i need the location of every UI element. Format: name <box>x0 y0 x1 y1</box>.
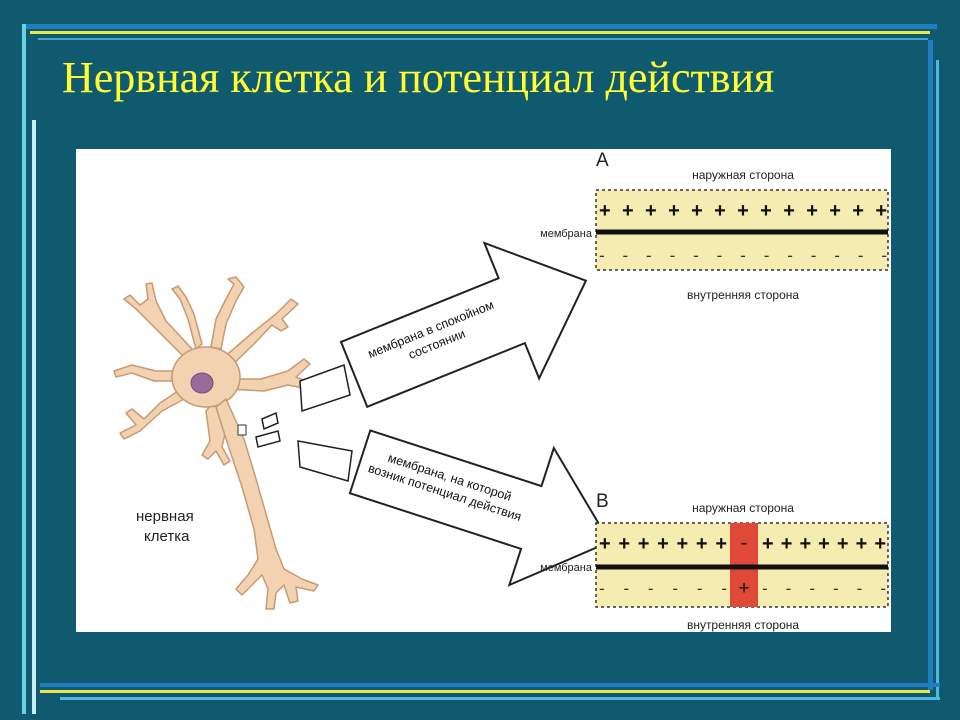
dendrite <box>123 282 193 360</box>
frame-left-line-light <box>32 120 36 714</box>
frame-left-line-cyan <box>22 24 26 714</box>
dendrite <box>171 285 203 350</box>
frame-bottom-line-blue <box>40 683 940 687</box>
neuron-label-line2: клетка <box>144 528 190 545</box>
dendrite <box>221 298 299 370</box>
frame-top-line-blue <box>22 24 937 29</box>
arrow-top-shape <box>339 241 588 409</box>
nucleus <box>190 372 214 394</box>
arrow-top: мембрана в спокойном состоянии <box>339 241 588 409</box>
panel-a-letter: А <box>596 150 609 171</box>
frame-bottom-line-cyan <box>60 697 940 700</box>
zoom-lens-mid-a <box>261 411 279 431</box>
frame-right-line-blue <box>928 40 933 690</box>
frame-right-line-cyan <box>936 60 939 700</box>
arrow-bottom: мембрана, на которой возник потенциал де… <box>348 429 612 587</box>
panel-a-inner-label: внутренняя сторона <box>687 288 799 302</box>
dendrite <box>201 398 231 466</box>
frame-top-line-thin <box>38 38 928 40</box>
zoom-lens-mid-b <box>255 430 281 448</box>
axon <box>215 398 319 610</box>
panel-a-membrane-label: мембрана <box>540 228 593 240</box>
frame-bottom-line-yellow <box>40 690 930 693</box>
frame-top-line-yellow <box>30 31 930 34</box>
panel-a-top-signs: + + + + + + + + + + + + + <box>599 200 887 222</box>
panel-b-inner-label: внутренняя сторона <box>687 618 799 632</box>
zoom-lenses <box>255 363 353 482</box>
slide-title: Нервная клетка и потенциал действия <box>62 53 775 102</box>
axon-marker <box>237 424 247 436</box>
panel-b-depol-top-sign: - <box>741 532 748 554</box>
panel-b-depol-bottom-sign: + <box>738 578 749 599</box>
panel-b-letter: В <box>596 491 609 512</box>
panel-a-outer-label: наружная сторона <box>692 168 794 182</box>
neuron-label-line1: нервная <box>136 508 194 525</box>
neuron-diagram: мембрана в спокойном состоянии мембрана,… <box>76 149 891 632</box>
panel-b-membrane-label: мембрана <box>540 562 593 574</box>
panel-b-top-right-signs: + + + + + + + <box>762 533 886 555</box>
panel-b-top-left-signs: + + + + + + + <box>599 533 727 555</box>
diagram-canvas: мембрана в спокойном состоянии мембрана,… <box>113 150 889 632</box>
dendrite <box>119 386 189 440</box>
zoom-lens-top <box>299 363 351 413</box>
panel-a-bottom-signs: - - - - - - - - - - - - - <box>599 246 887 265</box>
membrane-panel-a: А наружная сторона + + + + + + + + + + +… <box>540 150 889 302</box>
membrane-panel-b: В наружная сторона + + + + + + + + + + +… <box>540 491 889 632</box>
arrow-bottom-shape <box>348 429 612 587</box>
zoom-lens-bottom <box>297 440 353 482</box>
dendrite <box>210 276 245 350</box>
panel-b-outer-label: наружная сторона <box>692 501 794 515</box>
neuron-cell <box>113 276 319 610</box>
dendrite <box>113 364 181 382</box>
